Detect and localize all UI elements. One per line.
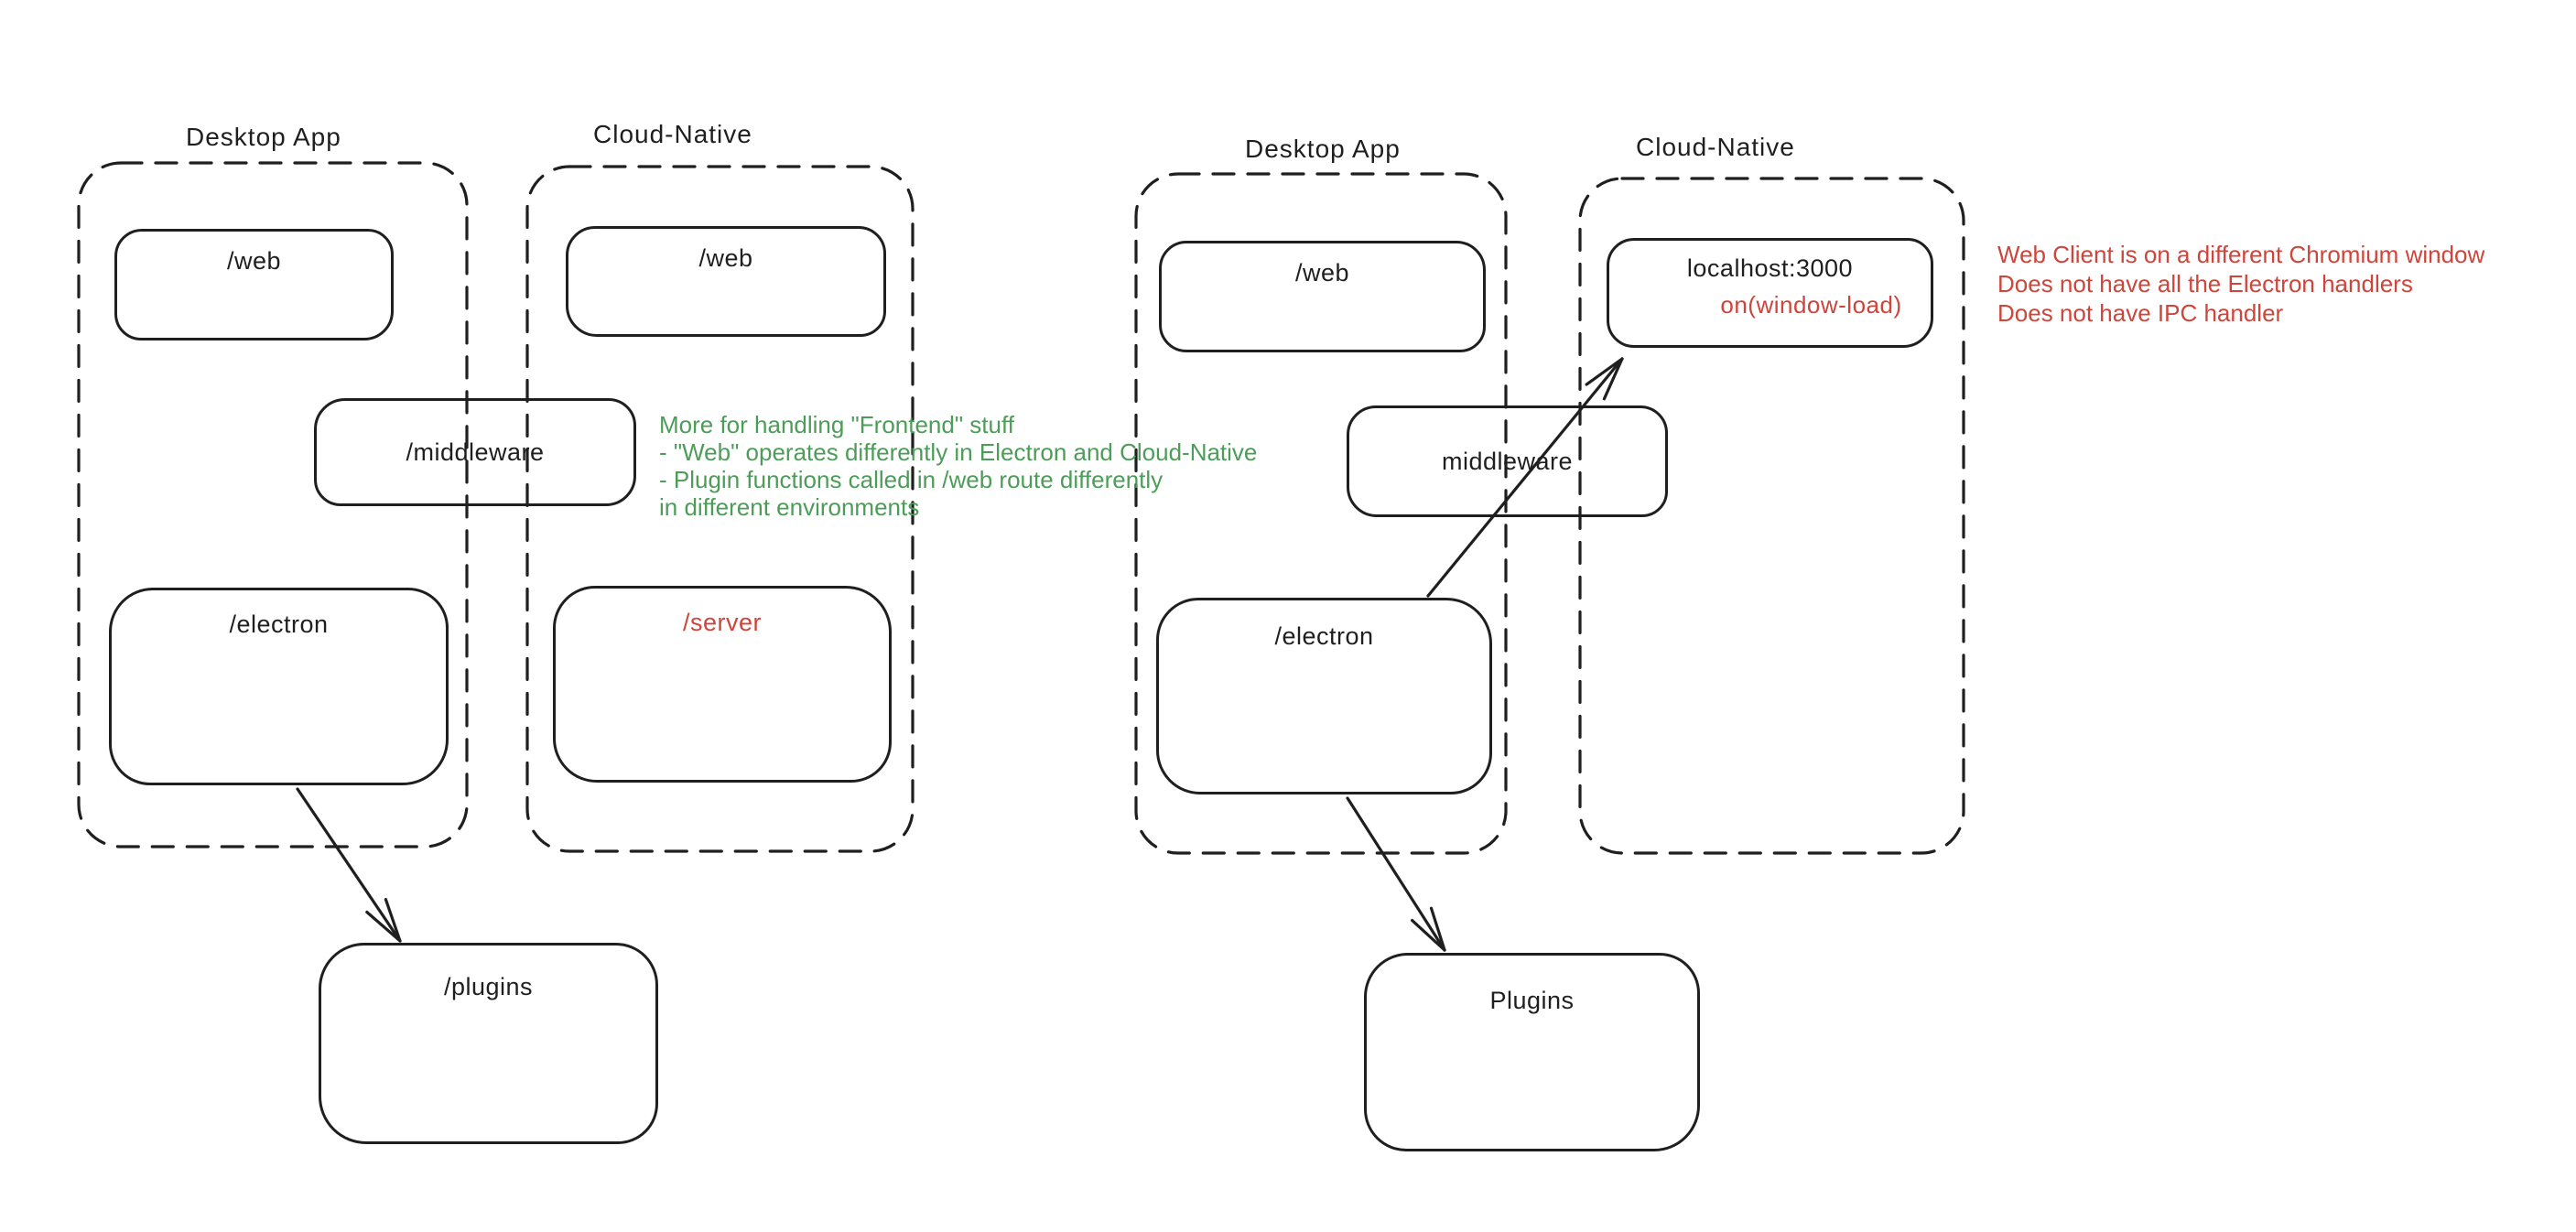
left-cloud-web-label: /web bbox=[698, 244, 753, 272]
green-annotation-line: - Plugin functions called in /web route … bbox=[659, 466, 1164, 493]
right-plugins-label: Plugins bbox=[1489, 987, 1575, 1014]
left-server-label: /server bbox=[682, 609, 763, 636]
green-annotation-line: - "Web" operates differently in Electron… bbox=[659, 438, 1258, 466]
green-annotation-line: in different environments bbox=[659, 493, 920, 521]
right-window-load-label: on(window-load) bbox=[1720, 291, 1902, 319]
red-annotation-line: Does not have IPC handler bbox=[1997, 299, 2284, 327]
red-annotation: Web Client is on a different Chromium wi… bbox=[1997, 240, 2484, 328]
left-cloud-native-container bbox=[525, 165, 915, 853]
left-desktop-web-label: /web bbox=[226, 247, 282, 275]
left-plugins-label: /plugins bbox=[443, 973, 534, 1000]
right-middleware-label: middleware bbox=[1441, 447, 1574, 475]
arrow-right-electron-to-plugins bbox=[1346, 796, 1446, 952]
right-desktop-app-title: Desktop App bbox=[1245, 135, 1401, 163]
left-middleware-box: /middleware bbox=[314, 398, 636, 506]
left-electron-box: /electron bbox=[109, 588, 449, 785]
right-middleware-box: middleware bbox=[1347, 405, 1668, 517]
left-middleware-label: /middleware bbox=[406, 438, 545, 466]
right-localhost-label: localhost:3000 bbox=[1686, 254, 1854, 282]
arrow-right-electron-to-localhost bbox=[1426, 357, 1624, 598]
left-cloud-web-box: /web bbox=[566, 226, 886, 337]
red-annotation-line: Web Client is on a different Chromium wi… bbox=[1997, 241, 2485, 268]
left-server-box: /server bbox=[553, 586, 892, 783]
left-plugins-box: /plugins bbox=[319, 943, 658, 1144]
right-localhost-box: localhost:3000 on(window-load) bbox=[1607, 238, 1933, 348]
red-annotation-line: Does not have all the Electron handlers bbox=[1997, 270, 2413, 297]
right-desktop-app-container bbox=[1134, 172, 1508, 855]
right-electron-box: /electron bbox=[1156, 598, 1492, 794]
right-plugins-box: Plugins bbox=[1364, 953, 1700, 1151]
right-desktop-web-box: /web bbox=[1159, 241, 1486, 352]
right-cloud-native-title: Cloud-Native bbox=[1636, 133, 1795, 161]
left-electron-label: /electron bbox=[229, 611, 329, 638]
green-annotation-line: More for handling "Frontend" stuff bbox=[659, 411, 1014, 438]
green-annotation: More for handling "Frontend" stuff - "We… bbox=[659, 411, 1257, 521]
arrow-left-electron-to-plugins bbox=[296, 787, 402, 943]
right-electron-label: /electron bbox=[1274, 622, 1374, 650]
left-desktop-app-title: Desktop App bbox=[186, 123, 341, 151]
right-desktop-web-label: /web bbox=[1294, 259, 1350, 286]
left-cloud-native-title: Cloud-Native bbox=[593, 120, 752, 148]
left-desktop-web-box: /web bbox=[114, 229, 394, 340]
